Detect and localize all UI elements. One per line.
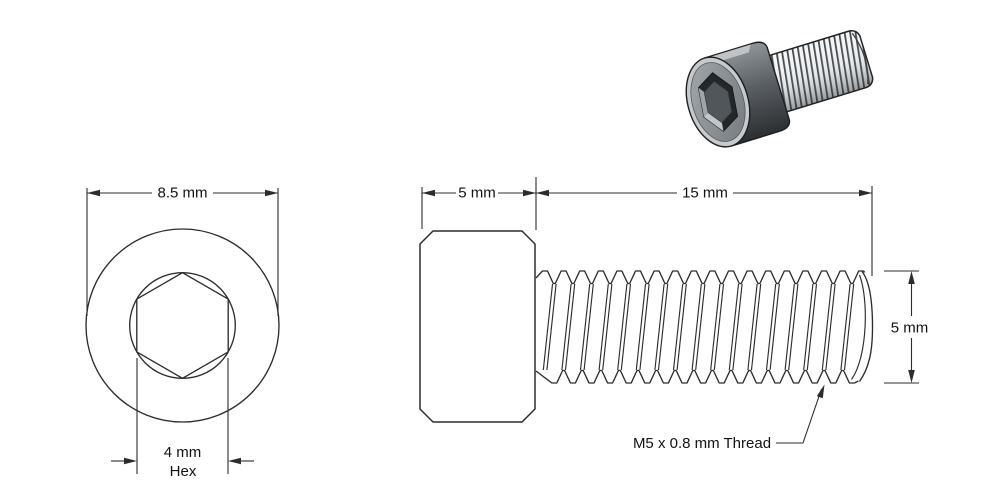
thread-flank-line	[695, 283, 706, 371]
socket-wall-left	[698, 87, 709, 118]
front-view: 8.5 mm 4 mm Hex	[85, 185, 280, 480]
screw-3d-head	[685, 41, 791, 148]
socket-circle	[129, 272, 236, 379]
thread-flank-line	[806, 283, 818, 371]
hex-socket-3d	[697, 72, 739, 132]
thread-flank-line	[654, 283, 665, 371]
shaft-shading	[768, 30, 873, 113]
thread-flank-line	[676, 283, 687, 371]
thread-flank-line	[564, 283, 576, 371]
thread-flank-line	[803, 283, 814, 371]
thread-end-chamfer-arc	[851, 274, 866, 380]
head-outline-circle	[85, 228, 280, 423]
hex-width-suffix-label: Hex	[170, 463, 197, 480]
hex-socket-outline	[136, 272, 229, 379]
side-view: 5 mm 15 mm 5 mm M5 x 0.8 mm Thread	[419, 177, 929, 452]
arrowhead-top	[908, 271, 915, 284]
thread-flank-line	[728, 283, 740, 371]
thread-flank-line	[788, 283, 799, 371]
thread-flank-lines	[542, 283, 855, 371]
head-length-label: 5 mm	[458, 185, 496, 202]
leader-arrowhead	[816, 384, 825, 399]
thread-flank-line	[843, 283, 855, 371]
dim-thread-diameter: 5 mm	[884, 270, 929, 384]
socket-wall-lower-left	[703, 112, 724, 132]
thread-flank-line	[657, 283, 669, 371]
screw-3d-shaft	[767, 30, 874, 114]
thread-flank-line	[750, 283, 762, 371]
thread-flank-line	[747, 283, 758, 371]
thread-flank-line	[765, 283, 777, 371]
thread-flank-line	[691, 283, 702, 371]
thread-top-outline	[535, 270, 866, 285]
thread-flank-line	[672, 283, 684, 371]
thread-flank-line	[617, 283, 628, 371]
thread-flank-line	[542, 283, 554, 371]
thread-flank-line	[713, 283, 725, 371]
arrowhead-right	[228, 457, 241, 465]
thread-flank-line	[710, 283, 721, 371]
arrowhead-left	[87, 189, 100, 197]
thread-flank-line	[598, 283, 609, 371]
thread-flank-line	[546, 283, 557, 371]
dim-head-diameter: 8.5 mm	[86, 185, 279, 316]
thread-flank-line	[579, 283, 591, 371]
thread-flank-line	[825, 283, 836, 371]
thread-end-silhouette	[858, 271, 874, 382]
thread-profile	[535, 270, 874, 384]
dim-head-length: 5 mm	[421, 177, 537, 230]
socket-floor	[703, 81, 733, 123]
thread-bottom-outline	[535, 369, 859, 384]
leader-line	[776, 388, 823, 444]
thread-flank-line	[639, 283, 650, 371]
thread-flank-line	[602, 283, 613, 371]
thread-flank-line	[784, 283, 795, 371]
head-diameter-label: 8.5 mm	[157, 185, 207, 202]
arrowhead-right	[265, 189, 278, 197]
thread-flank-line	[769, 283, 780, 371]
screw-3d-render	[685, 30, 874, 148]
thread-flank-line	[561, 283, 572, 371]
thread-spec-label: M5 x 0.8 mm Thread	[633, 435, 771, 452]
thread-flank-line	[583, 283, 594, 371]
arrowhead-left	[536, 189, 549, 197]
arrowhead-right	[523, 189, 536, 197]
arrowhead-bottom	[908, 370, 915, 383]
arrowhead-left	[124, 457, 137, 465]
screw-head-outline	[419, 230, 536, 423]
thread-flank-line	[840, 283, 851, 371]
thread-diameter-label: 5 mm	[891, 320, 929, 337]
arrowhead-left	[422, 189, 435, 197]
thread-flank-line	[732, 283, 743, 371]
thread-flank-line	[635, 283, 647, 371]
dim-thread-length: 15 mm	[536, 185, 873, 276]
thread-flank-line	[620, 283, 632, 371]
dim-hex-width: 4 mm Hex	[111, 358, 254, 480]
thread-flank-line	[821, 283, 833, 371]
shaft-tip-face	[851, 32, 869, 84]
thread-length-label: 15 mm	[682, 185, 728, 202]
hex-width-label: 4 mm	[164, 444, 202, 461]
arrowhead-right	[859, 189, 872, 197]
thread-callout: M5 x 0.8 mm Thread	[633, 384, 825, 452]
